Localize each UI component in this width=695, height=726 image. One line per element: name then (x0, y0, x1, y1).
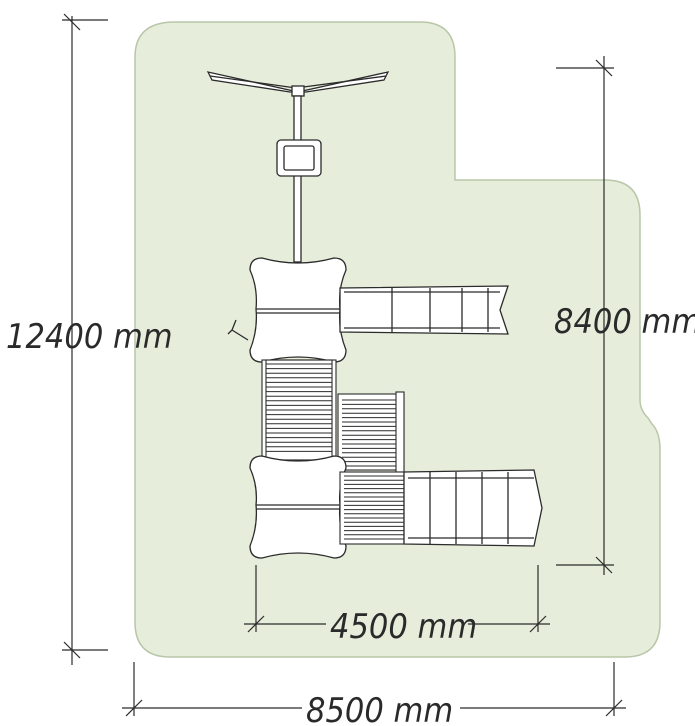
lower-deck-slats (344, 475, 404, 540)
dimension-label-right-height: 8400 mm (554, 302, 695, 342)
dimension-label-structure-width: 4500 mm (330, 607, 477, 647)
dimension-lines (62, 13, 626, 717)
swing-seat (276, 139, 322, 177)
swing-frame (206, 71, 390, 263)
upper-slide (339, 285, 509, 335)
lower-deck (339, 471, 405, 545)
deck-slats (342, 399, 396, 467)
lower-ramp (403, 469, 543, 547)
dimension-label-total-width: 8500 mm (306, 691, 453, 726)
bridge-slats (266, 363, 332, 452)
lower-tower (249, 455, 347, 559)
dimension-label-total-height: 12400 mm (6, 317, 173, 357)
